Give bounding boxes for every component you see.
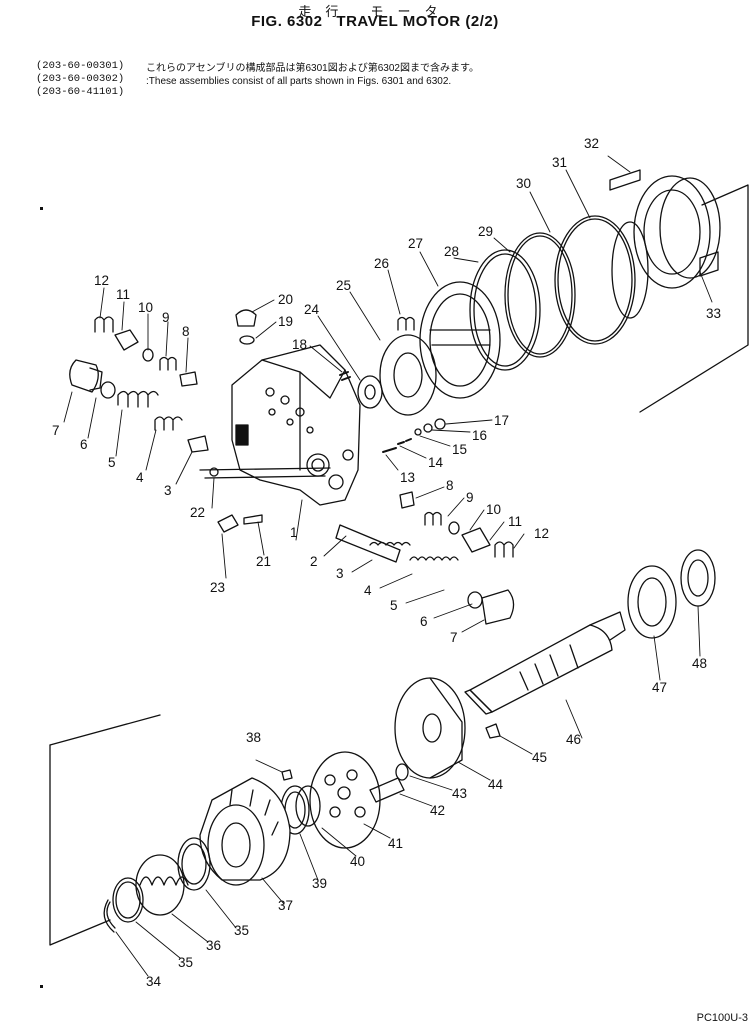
callout-41: 41 <box>388 836 403 851</box>
callout-10: 10 <box>138 300 153 315</box>
valve-body <box>231 344 361 506</box>
callout-4b: 4 <box>364 583 372 598</box>
callout-43: 43 <box>452 786 467 801</box>
callout-16: 16 <box>472 428 487 443</box>
figure-title: FIG. 6302 TRAVEL MOTOR (2/2) <box>0 13 750 30</box>
callout-17: 17 <box>494 413 509 428</box>
scan-marks <box>40 207 43 988</box>
callout-29: 29 <box>478 224 493 239</box>
callout-12: 12 <box>94 273 109 288</box>
assembly-number-list: (203-60-00301) (203-60-00302) (203-60-41… <box>36 60 124 99</box>
callout-42: 42 <box>430 803 445 818</box>
cover-seals <box>357 169 721 416</box>
callout-11b: 11 <box>508 514 522 529</box>
callout-labels: 1 2 3 3 4 4 5 5 6 6 7 7 8 8 9 9 10 10 11… <box>52 136 721 989</box>
callout-2: 2 <box>310 554 318 569</box>
callout-33: 33 <box>706 306 721 321</box>
spool-fittings <box>335 491 515 625</box>
callout-30: 30 <box>516 176 531 191</box>
callout-10b: 10 <box>486 502 501 517</box>
callout-9b: 9 <box>466 490 474 505</box>
callout-44: 44 <box>488 777 504 792</box>
callout-5: 5 <box>108 455 116 470</box>
figure-label: FIG. 6302 <box>251 13 323 30</box>
callout-25: 25 <box>336 278 351 293</box>
callout-12b: 12 <box>534 526 549 541</box>
japanese-title: 走行 モータ <box>298 5 452 20</box>
callout-18: 18 <box>292 337 307 352</box>
callout-6b: 6 <box>420 614 428 629</box>
callout-27: 27 <box>408 236 423 251</box>
callout-3: 3 <box>164 483 172 498</box>
callout-1: 1 <box>290 525 298 540</box>
callout-20: 20 <box>278 292 293 307</box>
callout-39: 39 <box>312 876 327 891</box>
callout-34: 34 <box>146 974 162 989</box>
callout-6: 6 <box>80 437 88 452</box>
assembly-number: (203-60-00302) <box>36 73 125 85</box>
callout-45: 45 <box>532 750 547 765</box>
callout-19: 19 <box>278 314 293 329</box>
callout-24: 24 <box>304 302 320 317</box>
callout-4: 4 <box>136 470 144 485</box>
callout-5b: 5 <box>390 598 398 613</box>
callout-38: 38 <box>246 730 261 745</box>
callout-3b: 3 <box>336 566 344 581</box>
callout-46: 46 <box>566 732 581 747</box>
leader-lines <box>63 155 713 977</box>
callout-35b: 35 <box>234 923 249 938</box>
callout-13: 13 <box>400 470 415 485</box>
callout-31: 31 <box>552 155 567 170</box>
callout-9: 9 <box>162 310 170 325</box>
cylinder-assembly <box>103 751 409 933</box>
callout-32: 32 <box>584 136 599 151</box>
callout-21: 21 <box>256 554 271 569</box>
callout-7: 7 <box>52 423 60 438</box>
left-fittings <box>69 309 446 533</box>
callout-28: 28 <box>444 244 459 259</box>
callout-23: 23 <box>210 580 225 595</box>
callout-36: 36 <box>206 938 221 953</box>
callout-14: 14 <box>428 455 444 470</box>
assembly-note: これらのアセンブリの構成部品は第6301図および第6302図まで含みます。 :T… <box>146 62 479 88</box>
callout-48: 48 <box>692 656 707 671</box>
callout-8b: 8 <box>446 478 454 493</box>
callout-40: 40 <box>350 854 365 869</box>
callout-47: 47 <box>652 680 667 695</box>
callout-22: 22 <box>190 505 205 520</box>
callout-15: 15 <box>452 442 467 457</box>
assembly-number: (203-60-41101) <box>36 86 125 98</box>
callout-26: 26 <box>374 256 389 271</box>
drawing-code: PC100U-3 <box>696 1012 748 1024</box>
callout-7b: 7 <box>450 630 458 645</box>
callout-37: 37 <box>278 898 293 913</box>
assembly-number: (203-60-00301) <box>36 60 125 72</box>
callout-35: 35 <box>178 955 193 970</box>
note-english: :These assemblies consist of all parts s… <box>146 76 452 87</box>
callout-11: 11 <box>116 287 130 302</box>
callout-8: 8 <box>182 324 190 339</box>
shaft-assembly <box>394 549 716 779</box>
figure-name: TRAVEL MOTOR (2/2) <box>336 13 499 30</box>
note-japanese: これらのアセンブリの構成部品は第6301図および第6302図まで含みます。 <box>146 63 479 74</box>
frame-lines <box>49 184 749 946</box>
